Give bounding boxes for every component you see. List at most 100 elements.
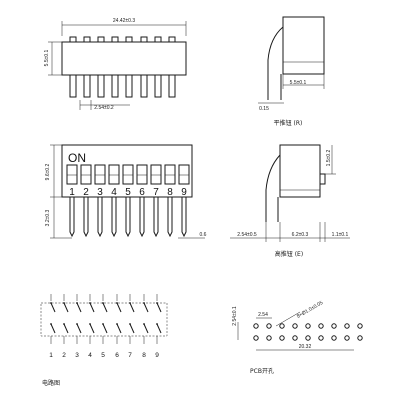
pcb-hole-leader bbox=[275, 311, 301, 327]
top-width-label: 24.42±0.3 bbox=[113, 18, 135, 24]
top-pins bbox=[69, 74, 176, 98]
raised-side-caption: 高推钮 (E) bbox=[275, 250, 303, 258]
circuit-node bbox=[76, 323, 78, 325]
circuit-switch-blade-top bbox=[63, 302, 69, 313]
pcb-hole bbox=[305, 335, 311, 341]
circuit-node bbox=[50, 302, 52, 304]
switch-slot bbox=[150, 164, 162, 185]
circuit-node bbox=[143, 323, 145, 325]
circuit-node bbox=[116, 323, 118, 325]
top-pin bbox=[154, 74, 162, 98]
front-pin bbox=[69, 197, 75, 238]
top-bump bbox=[168, 36, 176, 43]
circuit-number: 6 bbox=[115, 352, 119, 359]
switch-slot bbox=[122, 164, 134, 185]
circuit-switch-blade-top bbox=[50, 302, 56, 313]
circuit-node bbox=[50, 323, 52, 325]
switch-number: 3 bbox=[97, 187, 103, 198]
circuit-number: 7 bbox=[128, 352, 132, 359]
switch-number: 5 bbox=[125, 187, 131, 198]
switch-number: 1 bbox=[69, 187, 75, 198]
circuit-node bbox=[102, 302, 104, 304]
switch-number: 7 bbox=[153, 187, 159, 198]
top-pin bbox=[111, 74, 119, 98]
top-view: 24.42±0.3 5.5±0.1 2.54±0.2 bbox=[44, 18, 187, 111]
pcb-caption: PCB开孔 bbox=[250, 367, 274, 375]
pcb-layout: 2.54±0.1 2.54 8×Ø1.0±0.05 20.32 PCB开孔 bbox=[232, 300, 363, 375]
pcb-hole bbox=[357, 335, 363, 341]
front-pin bbox=[153, 197, 159, 238]
front-pin bbox=[139, 197, 145, 238]
front-pin bbox=[167, 197, 173, 238]
top-bumps bbox=[69, 36, 176, 43]
circuit-switch-blade-top bbox=[143, 302, 149, 313]
pcb-pitch-label: 2.54 bbox=[258, 312, 268, 318]
top-pin bbox=[69, 74, 77, 98]
on-label: ON bbox=[68, 151, 86, 165]
front-pin-width-label: 0.6 bbox=[200, 232, 207, 238]
front-pin bbox=[181, 197, 187, 238]
front-pins bbox=[69, 197, 187, 238]
pcb-hole bbox=[279, 335, 285, 341]
top-pin bbox=[168, 74, 176, 98]
circuit-outline bbox=[40, 302, 168, 337]
top-bump bbox=[69, 36, 77, 43]
top-bump bbox=[111, 36, 119, 43]
pcb-hole bbox=[266, 323, 272, 329]
top-pitch-label: 2.54±0.2 bbox=[94, 105, 114, 111]
switch-number: 9 bbox=[181, 187, 187, 198]
pcb-hole bbox=[253, 323, 259, 329]
pcb-hole bbox=[318, 335, 324, 341]
switch-number: 8 bbox=[167, 187, 173, 198]
pcb-hole bbox=[279, 323, 285, 329]
switch-slot bbox=[94, 164, 106, 185]
circuit-node bbox=[156, 323, 158, 325]
circuit-node bbox=[63, 302, 65, 304]
pcb-hole-label: 8×Ø1.0±0.05 bbox=[296, 300, 324, 320]
top-height-label: 5.5±0.1 bbox=[44, 49, 50, 66]
raised-knob-label: 1.5±0.2 bbox=[326, 149, 332, 166]
circuit-switch-blade-top bbox=[76, 302, 82, 313]
pcb-hole bbox=[344, 335, 350, 341]
circuit-switch-blade-bottom bbox=[50, 323, 56, 334]
pcb-width-label: 20.32 bbox=[299, 344, 312, 350]
circuit-number: 5 bbox=[101, 352, 105, 359]
circuit-switch-blade-bottom bbox=[102, 323, 108, 334]
pcb-hole bbox=[292, 335, 298, 341]
top-pin bbox=[83, 74, 91, 98]
front-pin bbox=[125, 197, 131, 238]
circuit-node bbox=[89, 323, 91, 325]
top-bump bbox=[97, 36, 105, 43]
top-bump bbox=[125, 36, 133, 43]
raised-dim-left: 2.54±0.5 bbox=[237, 232, 257, 238]
switch-number: 6 bbox=[139, 187, 145, 198]
flat-side-view: 5.5±0.1 0.15 平推钮 (R) bbox=[258, 16, 325, 127]
switch-number: 4 bbox=[111, 187, 117, 198]
raised-dim-mid: 6.2±0.3 bbox=[292, 232, 309, 238]
pcb-hole bbox=[344, 323, 350, 329]
switch-slot bbox=[108, 164, 120, 185]
top-pin bbox=[125, 74, 133, 98]
pcb-hole bbox=[318, 323, 324, 329]
flat-side-body bbox=[282, 16, 325, 75]
circuit-switches bbox=[50, 294, 162, 344]
circuit-switch-blade-top bbox=[102, 302, 108, 313]
circuit-switch-blade-bottom bbox=[129, 323, 135, 334]
pcb-hole bbox=[305, 323, 311, 329]
circuit-node bbox=[143, 302, 145, 304]
flat-side-caption: 平推钮 (R) bbox=[274, 119, 303, 127]
circuit-node bbox=[129, 323, 131, 325]
flat-side-pin-curve bbox=[267, 26, 284, 100]
top-bump bbox=[83, 36, 91, 43]
top-bump bbox=[140, 36, 148, 43]
circuit-caption: 电路图 bbox=[42, 379, 60, 387]
circuit-switch-blade-bottom bbox=[76, 323, 82, 334]
front-pin bbox=[97, 197, 103, 238]
switch-slot bbox=[178, 164, 190, 185]
circuit-switch-blade-top bbox=[89, 302, 95, 313]
circuit-node bbox=[102, 323, 104, 325]
